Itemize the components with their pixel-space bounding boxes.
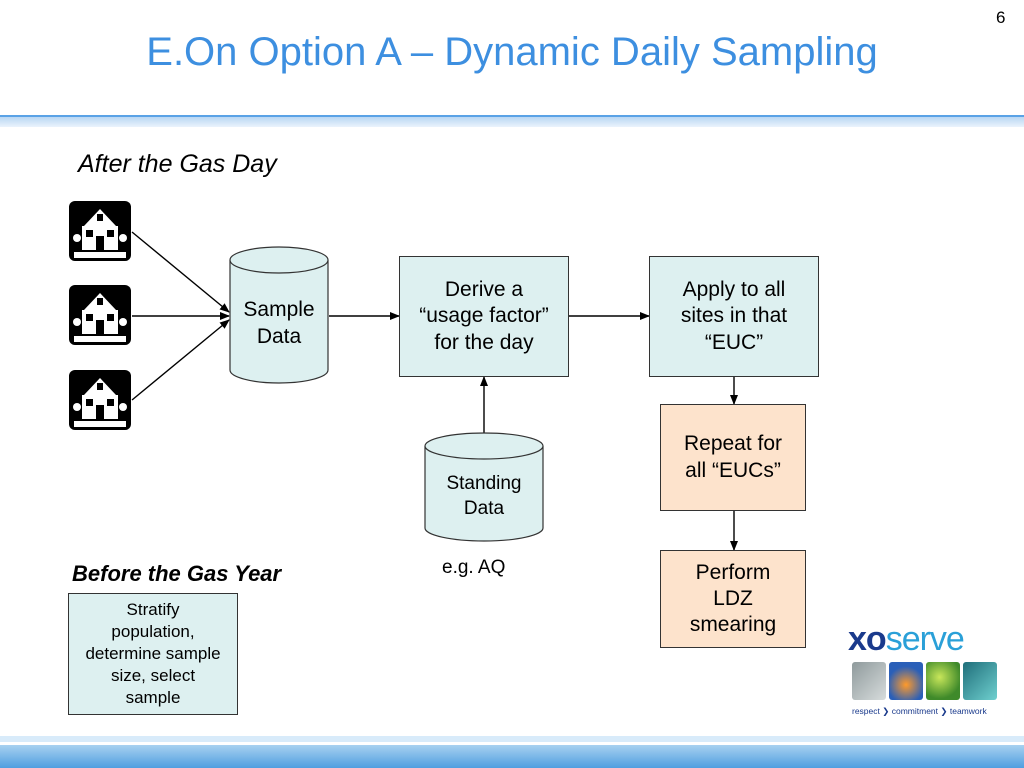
repeat-line: Repeat for xyxy=(683,432,783,456)
title-divider xyxy=(0,115,1024,127)
sample-data-cylinder: Sample Data xyxy=(229,246,329,384)
sample-data-label: Sample Data xyxy=(229,296,329,351)
apply-line: Apply to all xyxy=(682,278,786,302)
perform-ldz-smearing-box: Perform LDZ smearing xyxy=(660,550,806,648)
footer-band xyxy=(0,736,1024,768)
perform-line: smearing xyxy=(689,613,777,637)
xoserve-logo: xoserve respect ❯ commitment ❯ teamwork xyxy=(848,620,1004,720)
derive-line: for the day xyxy=(434,330,534,354)
standing-data-label: Standing Data xyxy=(424,472,544,521)
logo-tile-circuit xyxy=(963,662,997,700)
sample-data-line: Sample xyxy=(243,298,315,321)
stratify-line: Stratify xyxy=(126,599,180,619)
sample-data-line: Data xyxy=(256,325,302,349)
perform-line: LDZ xyxy=(713,586,753,610)
apply-line: “EUC” xyxy=(704,330,764,354)
logo-mark: xo xyxy=(848,620,887,658)
slide-title: E.On Option A – Dynamic Daily Sampling xyxy=(146,30,878,74)
stratify-line: size, select xyxy=(110,666,196,686)
before-gas-year-heading: Before the Gas Year xyxy=(72,561,282,586)
house1-to-sample-connector xyxy=(131,231,230,313)
standing-data-line: Standing xyxy=(446,473,522,494)
logo-tile-keyboard xyxy=(852,662,886,700)
standing-data-cylinder: Standing Data xyxy=(424,432,544,542)
derive-usage-factor-box: Derive a “usage factor” for the day xyxy=(399,256,569,377)
house-icon xyxy=(68,369,132,431)
logo-tile-leaf xyxy=(926,662,960,700)
stratify-population-box: Stratify population, determine sample si… xyxy=(68,593,238,715)
house-icon xyxy=(68,200,132,262)
derive-line: Derive a xyxy=(444,278,524,302)
standing-data-note: e.g. AQ xyxy=(442,557,506,578)
derive-line: “usage factor” xyxy=(419,304,549,328)
after-gas-day-heading: After the Gas Day xyxy=(78,150,277,178)
repeat-line: all “EUCs” xyxy=(685,458,781,482)
logo-tagline: respect ❯ commitment ❯ teamwork xyxy=(852,706,987,716)
repeat-for-all-eucs-box: Repeat for all “EUCs” xyxy=(660,404,806,511)
logo-wordmark: xoserve xyxy=(848,620,1004,659)
house-icon xyxy=(68,284,132,346)
stratify-line: determine sample xyxy=(85,643,221,663)
logo-image-tiles xyxy=(852,662,1002,702)
stratify-line: sample xyxy=(125,688,181,708)
logo-word: serve xyxy=(885,620,965,658)
house3-to-sample-connector xyxy=(131,319,230,401)
apply-to-all-sites-box: Apply to all sites in that “EUC” xyxy=(649,256,819,377)
standing-data-line: Data xyxy=(463,497,505,519)
slide-number: 6 xyxy=(996,8,1006,27)
logo-tile-flame xyxy=(889,662,923,700)
apply-line: sites in that xyxy=(680,304,788,328)
stratify-line: population, xyxy=(111,621,195,641)
perform-line: Perform xyxy=(695,560,771,584)
